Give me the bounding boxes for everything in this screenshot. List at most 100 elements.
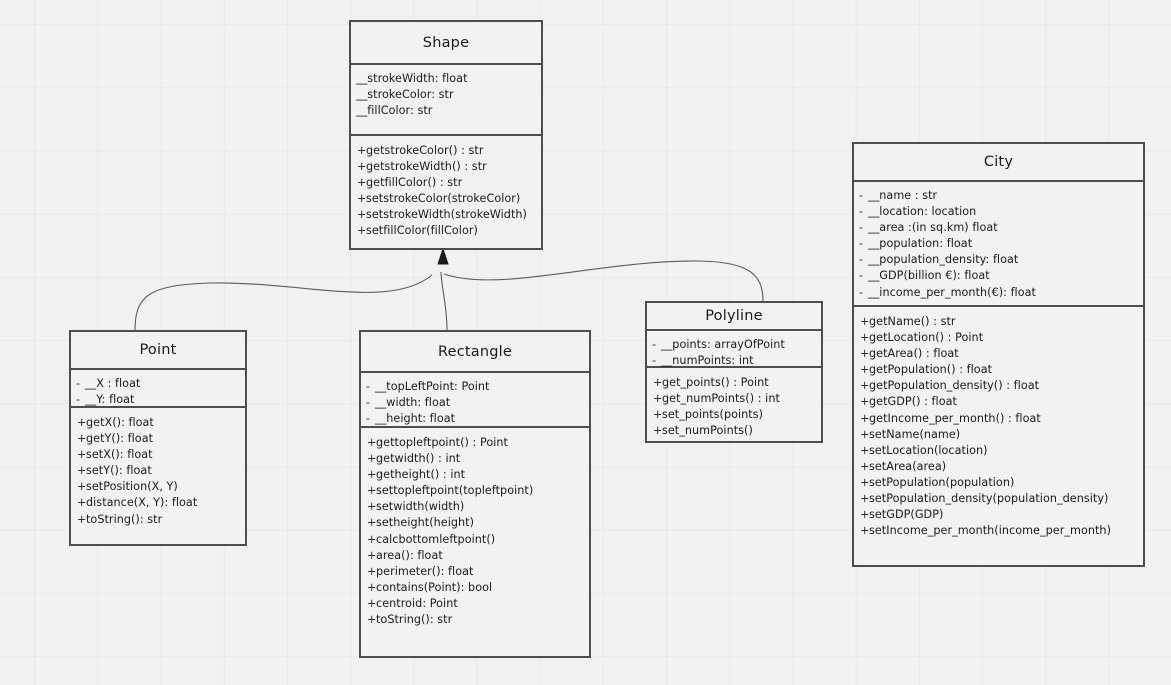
member-signature: distance(X, Y): float [86,496,198,510]
member-signature: calcbottomleftpoint() [376,532,496,546]
member-signature: __points: arrayOfPoint [661,338,785,351]
uml-class-shape[interactable]: Shape __strokeWidth: float__strokeColor:… [349,20,543,250]
visibility-marker: + [860,379,870,393]
uml-member: +getheight() : int [367,467,584,483]
member-signature: __Y: float [85,393,135,407]
member-signature: getArea() : float [869,347,959,361]
member-signature: settopleftpoint(topleftpoint) [376,484,534,498]
visibility-marker: + [860,395,870,409]
class-attributes-point: -__X : float-__Y: float [71,370,245,408]
visibility-marker: + [357,224,367,238]
visibility-marker: - [859,285,864,299]
visibility-marker: - [859,205,864,219]
visibility-marker: + [367,564,377,578]
uml-member: -__height: float [366,411,584,427]
member-signature: setfillColor(fillColor) [366,224,478,238]
member-signature: getPopulation() : float [869,363,993,377]
visibility-marker: + [367,596,377,610]
visibility-marker: + [860,315,870,328]
class-methods-shape: + getstrokeColor() : str +getstrokeWidth()… [351,136,541,248]
uml-member: -__GDP(billion €): float [859,268,1138,284]
class-title-polyline: Polyline [647,303,821,331]
visibility-marker: + [357,192,367,206]
uml-member: -__width: float [366,395,584,411]
member-signature: getPopulation_density() : float [869,379,1040,393]
uml-member: __fillColor: str [356,103,536,119]
visibility-marker: + [367,452,377,466]
uml-member: -__points: arrayOfPoint [652,337,816,353]
uml-member: +getArea() : float [860,346,1138,362]
member-signature: setwidth(width) [376,500,465,514]
uml-member: -__income_per_month(€): float [859,285,1138,301]
member-signature: __GDP(billion €): float [868,269,990,283]
uml-member: +perimeter(): float [367,564,584,580]
uml-member: +setfillColor(fillColor) [357,223,536,239]
uml-member: +getIncome_per_month() : float [860,411,1138,427]
visibility-marker: - [366,412,371,426]
member-signature: getIncome_per_month() : float [869,411,1041,425]
class-methods-point: +getX(): float+getY(): float+setX(): flo… [71,408,245,544]
uml-class-rectangle[interactable]: Rectangle -__topLeftPoint: Point-__width… [359,330,591,658]
member-signature: getheight() : int [376,468,466,482]
member-signature: setstrokeWidth(strokeWidth) [366,208,527,222]
uml-member: +getY(): float [77,431,240,447]
visibility-marker: + [860,363,870,377]
uml-member: +toString(): str [367,612,584,628]
visibility-marker: + [367,548,377,562]
uml-member: +setPopulation_density(population_densit… [860,491,1138,507]
member-signature: getfillColor() : str [366,176,463,190]
member-signature: contains(Point): bool [376,580,493,594]
class-attributes-city: -__name : str-__location: location-__are… [854,182,1143,307]
member-signature: setheight(height) [376,516,474,530]
visibility-marker: + [367,484,377,498]
visibility-marker: - [859,237,864,251]
member-signature: getName() : str [869,315,956,328]
visibility-marker: + [77,448,87,462]
visibility-marker: + [77,464,87,478]
visibility-marker: + [367,516,377,530]
member-signature: setName(name) [869,427,961,441]
uml-member: -__location: location [859,204,1138,220]
uml-member: +getGDP() : float [860,394,1138,410]
member-signature: set_points(points) [662,408,764,422]
member-signature: __income_per_month(€): float [868,285,1036,299]
visibility-marker: + [860,524,870,538]
member-signature: __height: float [375,412,456,426]
uml-member: +setPosition(X, Y) [77,479,240,495]
member-signature: __numPoints: int [661,354,754,368]
uml-member: +setLocation(location) [860,443,1138,459]
visibility-marker: + [357,208,367,222]
member-signature: __strokeColor: str [356,88,454,102]
class-title-point: Point [71,332,245,370]
uml-member: +gettopleftpoint() : Point [367,435,584,451]
visibility-marker: + [860,331,870,345]
edge-point-to-shape [134,274,433,331]
uml-member: +centroid: Point [367,596,584,612]
uml-member: +calcbottomleftpoint() [367,532,584,548]
visibility-marker: + [367,613,377,627]
class-title-shape: Shape [351,22,541,65]
visibility-marker: + [653,392,663,406]
member-signature: getstrokeColor() : str [366,144,484,157]
uml-member: __strokeColor: str [356,87,536,103]
visibility-marker: + [860,347,870,361]
visibility-marker: - [652,354,657,368]
uml-member: +getPopulation() : float [860,362,1138,378]
class-title-city: City [854,144,1143,182]
visibility-marker: - [859,269,864,283]
visibility-marker: + [860,427,870,441]
uml-class-city[interactable]: City -__name : str-__location: location-… [852,142,1145,567]
member-signature: set_numPoints() [662,424,753,438]
member-signature: toString(): str [376,613,453,627]
uml-class-polyline[interactable]: Polyline -__points: arrayOfPoint-__numPo… [645,301,823,443]
uml-member: +get_points() : Point [653,375,816,391]
uml-member: +setGDP(GDP) [860,507,1138,523]
uml-member: +getstrokeWidth() : str [357,159,536,175]
member-signature: gettopleftpoint() : Point [376,436,508,449]
member-signature: __fillColor: str [356,104,433,118]
member-signature: setPopulation_density(population_density… [869,492,1109,506]
uml-member: +set_numPoints() [653,423,816,439]
uml-member: +contains(Point): bool [367,580,584,596]
uml-class-point[interactable]: Point -__X : float-__Y: float +getX(): f… [69,330,247,546]
visibility-marker: + [860,443,870,457]
